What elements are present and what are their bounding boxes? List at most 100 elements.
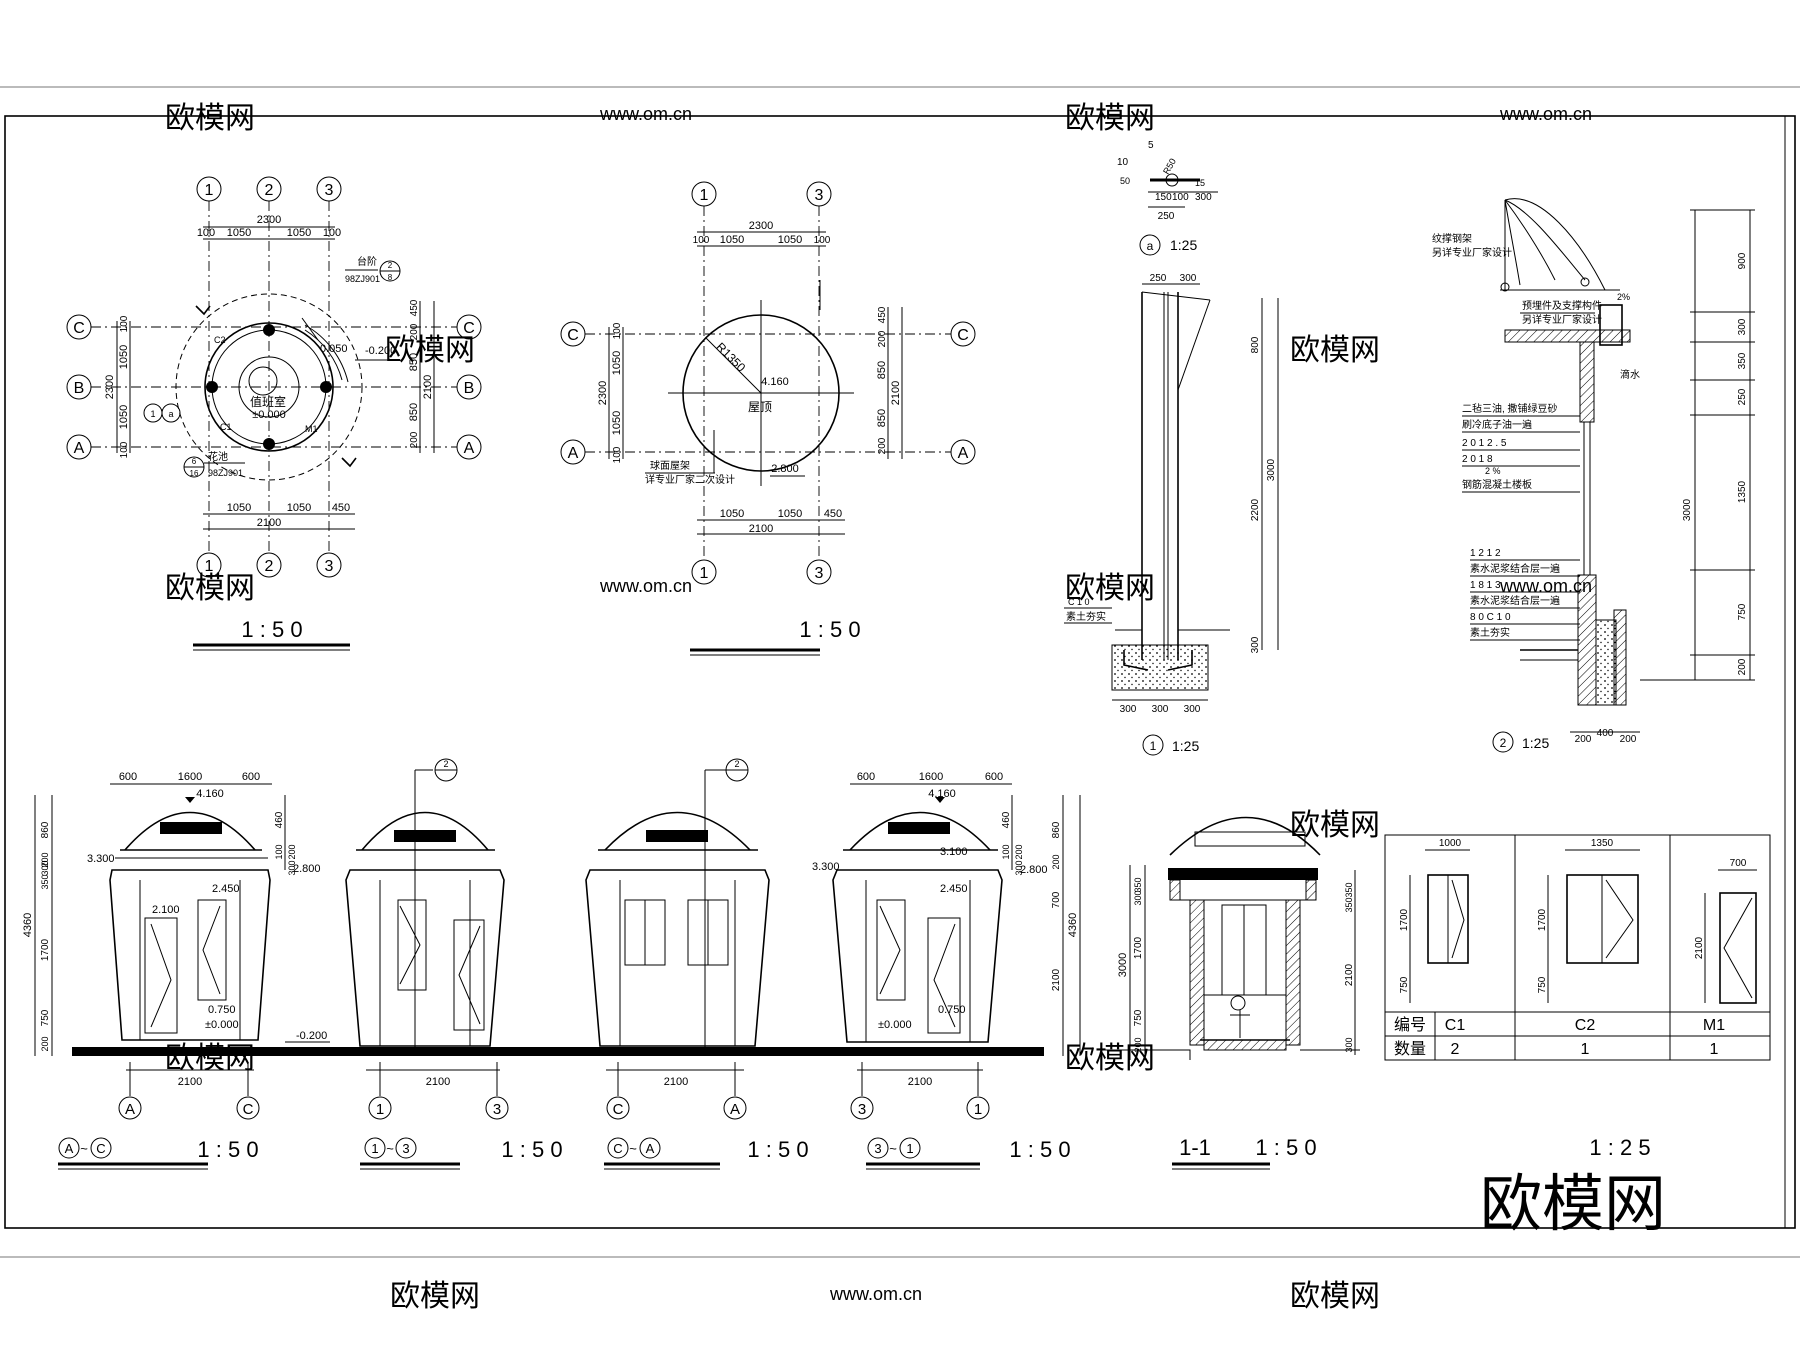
reference-den: 16 bbox=[190, 469, 199, 478]
grid-label: C bbox=[463, 320, 475, 337]
opening-schedule: 1000 1700 750 1350 1700 750 700 2100 编号 … bbox=[1384, 834, 1771, 1160]
dimension-text: 300 bbox=[1737, 318, 1748, 335]
watermark-brand: 欧模网 bbox=[390, 1280, 480, 1313]
dimension-text: 2100 bbox=[908, 1076, 932, 1088]
window-tag: C2 bbox=[214, 335, 226, 345]
dimension-text: 450 bbox=[824, 508, 842, 520]
dimension-text: 2100 bbox=[749, 523, 773, 535]
dimension-text: 1700 bbox=[40, 938, 51, 961]
grid-label: 3 bbox=[325, 182, 334, 199]
grid-label: B bbox=[464, 380, 475, 397]
level-text: -0.200 bbox=[365, 345, 396, 357]
dimension-text: 300 bbox=[1184, 704, 1201, 715]
dimension-text: 450 bbox=[332, 502, 350, 514]
elevation-3-1: 600 1600 600 4.160 3.300 3.100 2.800 2.4… bbox=[812, 771, 1081, 1170]
watermark-domain: www.om.cn bbox=[829, 1284, 922, 1304]
dimension-text: 850 bbox=[876, 361, 888, 379]
dimension-text: 10 bbox=[1117, 157, 1129, 168]
svg-text:~: ~ bbox=[629, 1141, 637, 1156]
note-text: 素水泥浆结合层一遍 bbox=[1470, 594, 1560, 607]
note-text: 2 0 1 8 bbox=[1462, 454, 1493, 465]
dimension-text: 1350 bbox=[1737, 480, 1748, 503]
schedule-header: 数量 bbox=[1394, 1040, 1426, 1058]
grid-label: A bbox=[568, 445, 579, 462]
watermark-brand: 欧模网 bbox=[165, 572, 255, 605]
dimension-text: 3000 bbox=[1117, 953, 1129, 977]
dimension-text: 100 bbox=[323, 227, 341, 239]
dimension-text: 1350 bbox=[1591, 838, 1614, 849]
dimension-text: 350 bbox=[1344, 882, 1354, 897]
dimension-text: 1600 bbox=[178, 771, 202, 783]
dimension-text: 850 bbox=[876, 409, 888, 427]
grid-label: C bbox=[73, 320, 85, 337]
schedule-code: C2 bbox=[1575, 1017, 1596, 1034]
svg-text:~: ~ bbox=[889, 1141, 897, 1156]
grid-label: C bbox=[243, 1101, 254, 1118]
dimension-text: 3000 bbox=[1682, 498, 1693, 521]
watermark-brand: 欧模网 bbox=[1290, 334, 1380, 367]
dimension-text: 1050 bbox=[611, 411, 623, 435]
dimension-text: 750 bbox=[1399, 976, 1410, 993]
level-text: 2.450 bbox=[212, 883, 240, 895]
watermark-domain: www.om.cn bbox=[1499, 576, 1592, 596]
grid-label: C bbox=[567, 327, 579, 344]
elevation-title: C bbox=[613, 1141, 622, 1156]
watermarks: 欧模网 www.om.cn 欧模网 www.om.cn 欧模网 欧模网 欧模网 … bbox=[165, 102, 1592, 1313]
section-mark: 2 bbox=[443, 759, 448, 769]
reference-code: 98ZJ901 bbox=[345, 274, 380, 284]
elevation-title: 1 bbox=[371, 1141, 378, 1156]
dimension-text: 300 bbox=[1344, 1037, 1354, 1052]
level-text: 4.160 bbox=[928, 788, 956, 800]
dimension-text: 2300 bbox=[104, 375, 116, 399]
scale-title: 1 : 5 0 bbox=[1009, 1137, 1070, 1162]
section-mark: 2 bbox=[734, 759, 739, 769]
dimension-text: 300 bbox=[1133, 890, 1143, 905]
step-label: 台阶 bbox=[357, 255, 377, 268]
grid-bubble bbox=[196, 552, 222, 578]
level-text: 0.750 bbox=[938, 1004, 966, 1016]
dimension-text: 450 bbox=[409, 299, 420, 316]
dimension-text: 200 bbox=[409, 323, 420, 340]
watermark-domain: www.om.cn bbox=[599, 576, 692, 596]
dimension-text: 2100 bbox=[890, 381, 902, 405]
dimension-text: 100 bbox=[612, 446, 623, 463]
dimension-text: 4360 bbox=[22, 913, 34, 937]
dimension-text: 200 bbox=[1575, 734, 1592, 745]
dimension-text: 100 bbox=[693, 235, 710, 246]
window-tag: C1 bbox=[220, 422, 232, 432]
scale-title: 1 : 5 0 bbox=[197, 1137, 258, 1162]
level-text: -0.200 bbox=[296, 1030, 327, 1042]
dimension-text: 1600 bbox=[919, 771, 943, 783]
section-1-1: 350 300 1700 750 200 3000 350 350 2100 3… bbox=[1100, 816, 1360, 1170]
note-text: 2 % bbox=[1485, 466, 1501, 476]
dimension-text: 600 bbox=[985, 771, 1003, 783]
section-2: 2% 滴水 纹撑钢架 另详专业厂家设计 预埋件及支撑构件 另详专业厂家设计 二毡… bbox=[1432, 198, 1755, 753]
dimension-text: 2100 bbox=[257, 517, 281, 529]
wall-outer bbox=[204, 322, 334, 452]
grid-label: 1 bbox=[700, 187, 709, 204]
dimension-text: 600 bbox=[242, 771, 260, 783]
dimension-text: 1050 bbox=[287, 227, 311, 239]
dimension-text: R50 bbox=[1161, 157, 1178, 176]
dimension-text: 150 bbox=[1155, 192, 1172, 203]
dimension-text: 200 bbox=[1133, 1037, 1143, 1052]
dimension-text: 250 bbox=[1737, 388, 1748, 405]
dimension-text: 750 bbox=[1537, 976, 1548, 993]
note-text: 素土夯实 bbox=[1066, 610, 1106, 623]
elevation-a-c: 600 1600 600 4.160 3.300 2.800 2.450 2.1… bbox=[22, 771, 330, 1170]
reference-num: 2 bbox=[388, 261, 393, 270]
level-text: 4.160 bbox=[196, 788, 224, 800]
dimension-text: 200 bbox=[877, 437, 888, 454]
detail-title: a bbox=[1147, 239, 1154, 253]
dimension-text: 200 bbox=[1737, 658, 1748, 675]
note-text: 素水泥浆结合层一遍 bbox=[1470, 562, 1560, 575]
dimension-text: 200 bbox=[287, 844, 297, 859]
dimension-text: 200 bbox=[40, 852, 50, 867]
dimension-text: 1000 bbox=[1439, 838, 1462, 849]
dimension-text: 750 bbox=[1133, 1009, 1144, 1026]
watermark-brand: 欧模网 bbox=[385, 334, 475, 367]
level-text: 3.100 bbox=[940, 846, 968, 858]
note-text: 8 0 C 1 0 bbox=[1470, 612, 1511, 623]
dimension-text: 860 bbox=[1051, 821, 1062, 838]
dimension-text: 100 bbox=[814, 235, 831, 246]
